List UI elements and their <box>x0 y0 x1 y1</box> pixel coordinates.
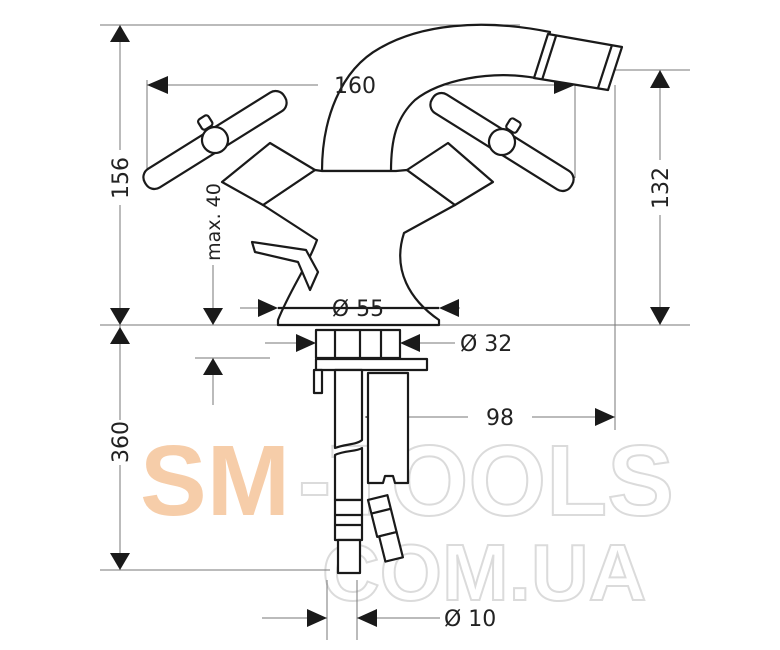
popup-lever <box>250 240 320 292</box>
dim-98: 98 <box>486 406 514 431</box>
left-valve <box>220 141 317 207</box>
left-handle <box>142 89 288 191</box>
spout <box>320 23 552 173</box>
dim-diameter-32: Ø 32 <box>460 332 512 357</box>
hose-fitting-left <box>333 498 364 542</box>
hose-right <box>366 494 404 563</box>
watermark: SM -TOOLS COM.UA <box>140 424 675 618</box>
threaded-rod <box>333 368 364 450</box>
watermark-sm: SM <box>140 425 290 537</box>
spout-nozzle <box>532 32 624 92</box>
dim-160: 160 <box>334 74 376 99</box>
watermark-domain: COM.UA <box>322 528 646 617</box>
right-handle <box>429 91 575 193</box>
faucet <box>142 23 624 575</box>
shank <box>314 328 402 360</box>
right-valve <box>405 141 495 207</box>
dim-diameter-55: Ø 55 <box>332 297 384 322</box>
arrowheads <box>110 25 670 627</box>
dim-diameter-10: Ø 10 <box>444 607 496 632</box>
dim-max-40: max. 40 <box>203 183 225 261</box>
dimension-labels: 156 160 132 max. 40 Ø 55 Ø 32 98 360 Ø 1… <box>109 74 674 632</box>
fixing-plate <box>314 357 429 372</box>
popup-rod <box>366 371 410 485</box>
dim-156: 156 <box>109 157 134 199</box>
dim-132: 132 <box>649 167 674 209</box>
dim-360: 360 <box>109 421 134 463</box>
hose-left <box>336 538 362 575</box>
